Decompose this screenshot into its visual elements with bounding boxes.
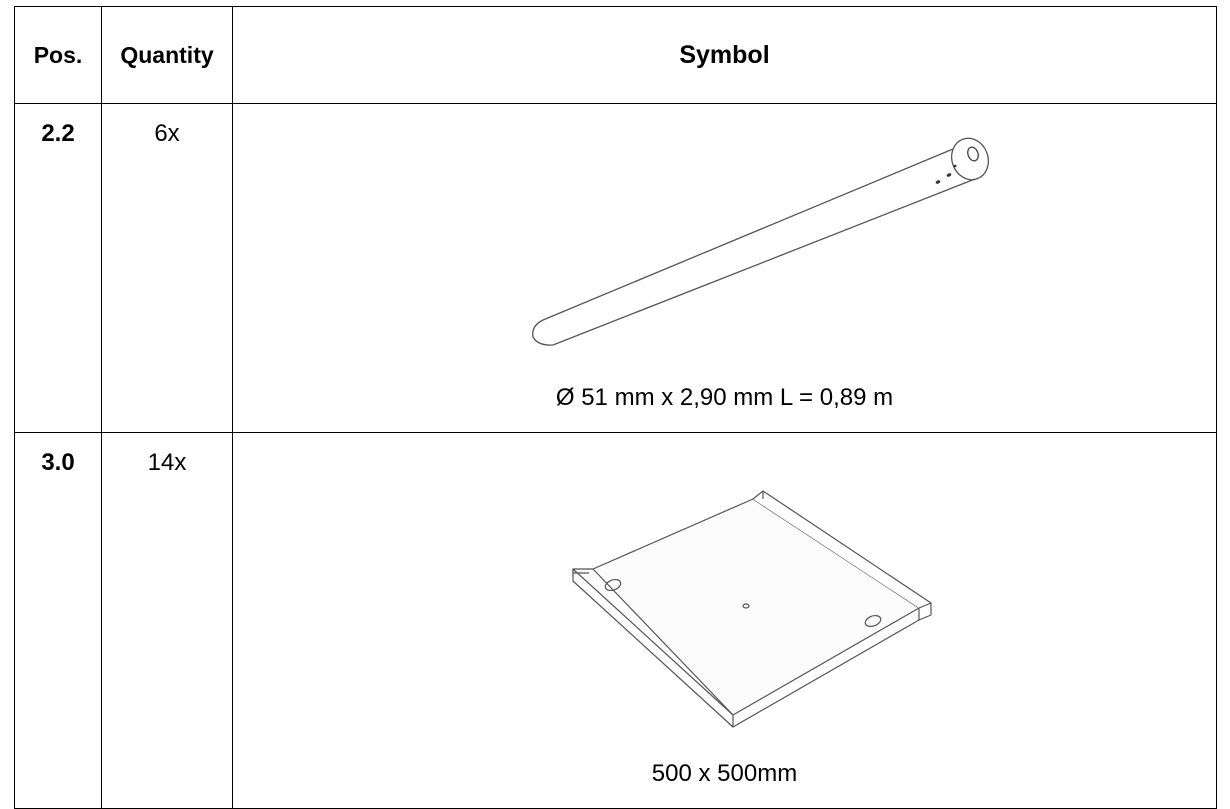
quantity-cell: 14x — [101, 432, 233, 809]
base-plate-icon — [572, 490, 932, 728]
tube-icon — [532, 137, 990, 346]
symbol-caption: Ø 51 mm x 2,90 mm L = 0,89 m — [555, 384, 894, 411]
symbol-cell: 500 x 500mm — [232, 432, 1217, 809]
header-pos: Pos. — [14, 6, 102, 104]
symbol-caption: 500 x 500mm — [651, 760, 798, 787]
parts-table: Pos. Quantity Symbol 2.2 6x — [14, 6, 1217, 809]
table-row: 3.0 14x — [14, 432, 1217, 809]
header-quantity: Quantity — [101, 6, 233, 104]
pos-cell: 3.0 — [14, 432, 102, 809]
header-symbol: Symbol — [232, 6, 1217, 104]
quantity-cell: 6x — [101, 103, 233, 433]
symbol-cell: Ø 51 mm x 2,90 mm L = 0,89 m — [232, 103, 1217, 433]
table-row: 2.2 6x — [14, 103, 1217, 433]
header-row: Pos. Quantity Symbol — [14, 6, 1217, 104]
pos-cell: 2.2 — [14, 103, 102, 433]
